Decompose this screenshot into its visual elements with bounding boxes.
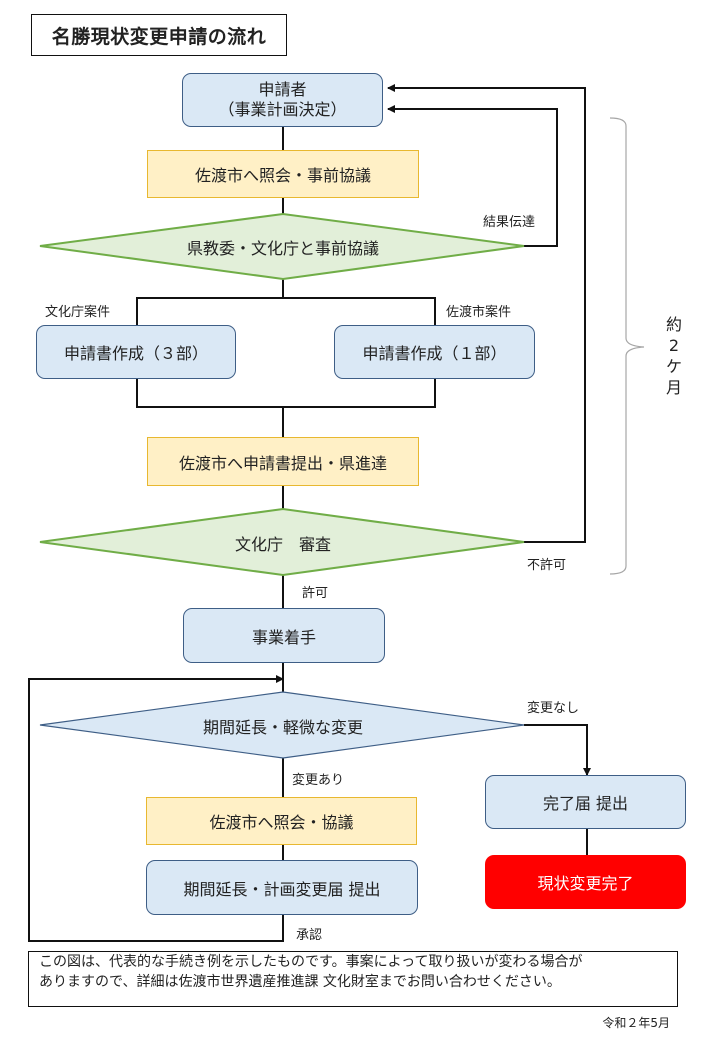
duration-label: 約 2 ケ 月 [664,314,684,398]
label-permitted: 許可 [302,586,329,601]
decision-change-label: 期間延長・軽微な変更 [202,718,363,737]
label-city-case: 佐渡市案件 [446,305,512,320]
connector-approved-loop [28,675,284,942]
node-applicant: 申請者 （事業計画決定） [182,73,383,127]
node-applicant-line1: 申請者 [258,80,307,99]
connector-not-permitted [387,84,586,543]
label-result-feedback: 結果伝達 [483,215,536,230]
label-has-change: 変更あり [292,773,345,788]
connector-merge [136,379,436,408]
label-no-change: 変更なし [527,701,580,716]
connector-split [136,297,436,326]
label-agency-case: 文化庁案件 [45,305,111,320]
node-start: 事業着手 [183,608,385,663]
label-not-permitted: 不許可 [527,558,567,573]
node-applicant-line2: （事業計画決定） [218,100,347,119]
date-label: 令和２年5月 [602,1016,670,1030]
page-title: 名勝現状変更申請の流れ [31,14,287,56]
connector-result-feedback [387,105,558,247]
node-create-1: 申請書作成（１部） [334,325,535,379]
decision-prefecture-shape [39,212,525,281]
node-completed: 現状変更完了 [485,855,686,909]
node-consult-change: 佐渡市へ照会・協議 [146,797,417,845]
note-line1: この図は、代表的な手続き例を示したものです。事案によって取り扱いが変わる場合が [39,954,583,970]
node-change-notice: 期間延長・計画変更届 提出 [146,860,418,915]
duration-char: ケ [665,357,682,376]
node-create-3: 申請書作成（３部） [36,325,236,379]
duration-char: 約 [665,315,682,334]
duration-char: 2 [668,336,680,355]
note-line2: ありますので、詳細は佐渡市世界遺産推進課 文化財室までお問い合わせください。 [39,974,561,990]
note-box: この図は、代表的な手続き例を示したものです。事案によって取り扱いが変わる場合が … [28,951,678,1007]
decision-prefecture-label: 県教委・文化庁と事前協議 [186,239,379,258]
duration-char: 月 [665,378,682,397]
decision-review-label: 文化庁 審査 [234,535,331,554]
connector-no-change [524,724,591,776]
node-submit: 佐渡市へ申請書提出・県進達 [147,437,419,486]
node-completion-notice: 完了届 提出 [485,775,686,829]
decision-change-shape [39,691,525,759]
duration-brace [609,117,645,575]
node-consult-sado: 佐渡市へ照会・事前協議 [147,150,419,198]
decision-review-shape [39,507,525,577]
label-approved: 承認 [296,928,323,943]
